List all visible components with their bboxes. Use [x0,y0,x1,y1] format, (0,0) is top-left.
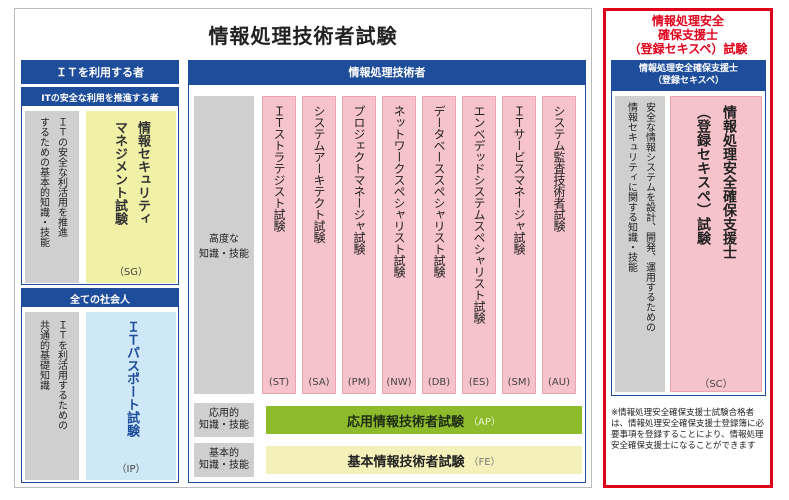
exam-name: エンベデッドシステムスペシャリスト試験 [472,105,486,324]
exam-name: システム監査技術者試験 [552,105,566,232]
exam-abbr: (ST) [268,377,290,388]
fe-exam-name: 基本情報技術者試験 [347,454,465,470]
ip-description: ＩＴを利活用するための 共通的基礎知識 [25,312,79,480]
exam-column: データベーススペシャリスト試験 (DB) [422,96,456,394]
exam-abbr: (ES) [468,377,490,388]
sg-group-header: ITの安全な利用を推進する者 [22,88,178,106]
basic-label: 基本的 知識・技能 [194,443,254,477]
exam-name: ネットワークスペシャリスト試験 [392,105,406,278]
sg-desc-line-1: するための基本的知識・技能 [37,117,49,247]
ip-group-header: 全ての社会人 [22,289,178,307]
advanced-label: 高度な 知識・技能 [194,96,254,394]
sc-description: 安全な情報システムを設計、開発、運用するための 情報セキュリティに関する知識・技… [615,96,665,392]
ap-exam-name: 応用情報技術者試験 [347,414,465,430]
exam-column: エンベデッドシステムスペシャリスト試験 (ES) [462,96,496,394]
exam-column: プロジェクトマネージャ試験 (PM) [342,96,376,394]
sc-exam-name-2: 情報処理安全確保支援士 [721,105,737,259]
sg-exam-box: 情報セキュリティ マネジメント試験 （SG） [86,111,176,283]
ip-desc-line-2: ＩＴを利活用するための [55,320,67,430]
ip-desc-line-1: 共通的基礎知識 [37,320,49,390]
ip-exam-name: ＩＴパスポート試験 [124,320,139,437]
applied-label-text: 応用的 知識・技能 [199,408,249,431]
it-users-header: ＩＴを利用する者 [21,60,179,84]
ap-exam-abbr: （AP） [468,416,501,428]
exam-abbr: (NW) [386,377,412,388]
exam-abbr: (PM) [347,377,371,388]
ip-exam-box: ＩＴパスポート試験 （IP） [86,312,176,480]
advanced-exams: ＩＴストラテジスト試験 (ST) システムアーキテクト試験 (SA) プロジェクトマネー… [262,96,584,394]
exam-abbr: (AU) [548,377,570,388]
exam-column: システムアーキテクト試験 (SA) [302,96,336,394]
exam-abbr: (SA) [308,377,330,388]
sg-desc-line-2: ＩＴの安全な利活用を推進 [55,117,67,237]
sc-header: 情報処理安全確保支援士 （登録セキスペ） [611,60,766,90]
sg-group-frame [21,87,179,285]
exam-abbr: (DB) [427,377,451,388]
it-engineers-frame [188,84,586,483]
exam-name: システムアーキテクト試験 [312,105,326,243]
sg-exam-name-1: マネジメント試験 [112,121,127,225]
exam-abbr: (SM) [507,377,531,388]
applied-label: 応用的 知識・技能 [194,403,254,437]
basic-label-text: 基本的 知識・技能 [199,448,249,471]
ap-exam-bar: 応用情報技術者試験 （AP） [266,406,582,434]
diagram-title: 情報処理技術者試験 [208,24,398,48]
advanced-label-text: 高度な 知識・技能 [199,234,249,260]
exam-column: システム監査技術者試験 (AU) [542,96,576,394]
sc-exam-abbr: （SC） [699,379,733,390]
exam-column: ネットワークスペシャリスト試験 (NW) [382,96,416,394]
fe-exam-abbr: （FE） [468,456,501,468]
it-engineers-header: 情報処理技術者 [188,60,586,84]
sc-desc-line-2: 安全な情報システムを設計、開発、運用するための [643,102,655,332]
ip-exam-abbr: （IP） [116,464,146,475]
sg-exam-name-2: 情報セキュリティ [135,121,150,225]
ip-group-frame [21,288,179,483]
exam-column: ＩＴストラテジスト試験 (ST) [262,96,296,394]
fe-exam-bar: 基本情報技術者試験 （FE） [266,446,582,474]
sc-desc-line-1: 情報セキュリティに関する知識・技能 [625,102,637,272]
sc-exam-name-1: （登録セキスペ）試験 [695,105,711,245]
sg-description: ＩＴの安全な利活用を推進 するための基本的知識・技能 [25,111,79,283]
exam-column: ＩＴサービスマネージャ試験 (SM) [502,96,536,394]
sc-title: 情報処理安全 確保支援士 （登録セキスペ）試験 [628,14,748,56]
sc-header-text: 情報処理安全確保支援士 （登録セキスペ） [638,64,738,86]
sc-frame [603,8,773,488]
exam-name: プロジェクトマネージャ試験 [352,105,366,255]
sc-exam-box: 情報処理安全確保支援士 （登録セキスペ）試験 （SC） [670,96,762,392]
exam-name: データベーススペシャリスト試験 [432,105,446,278]
exam-name: ＩＴサービスマネージャ試験 [512,105,526,255]
exam-name: ＩＴストラテジスト試験 [272,105,286,232]
sc-note: ※情報処理安全確保支援士試験合格者は、情報処理安全確保支援士登録簿に必要事項を登… [611,408,765,451]
sc-inner-frame [611,90,766,396]
sg-exam-abbr: （SG） [113,267,149,278]
